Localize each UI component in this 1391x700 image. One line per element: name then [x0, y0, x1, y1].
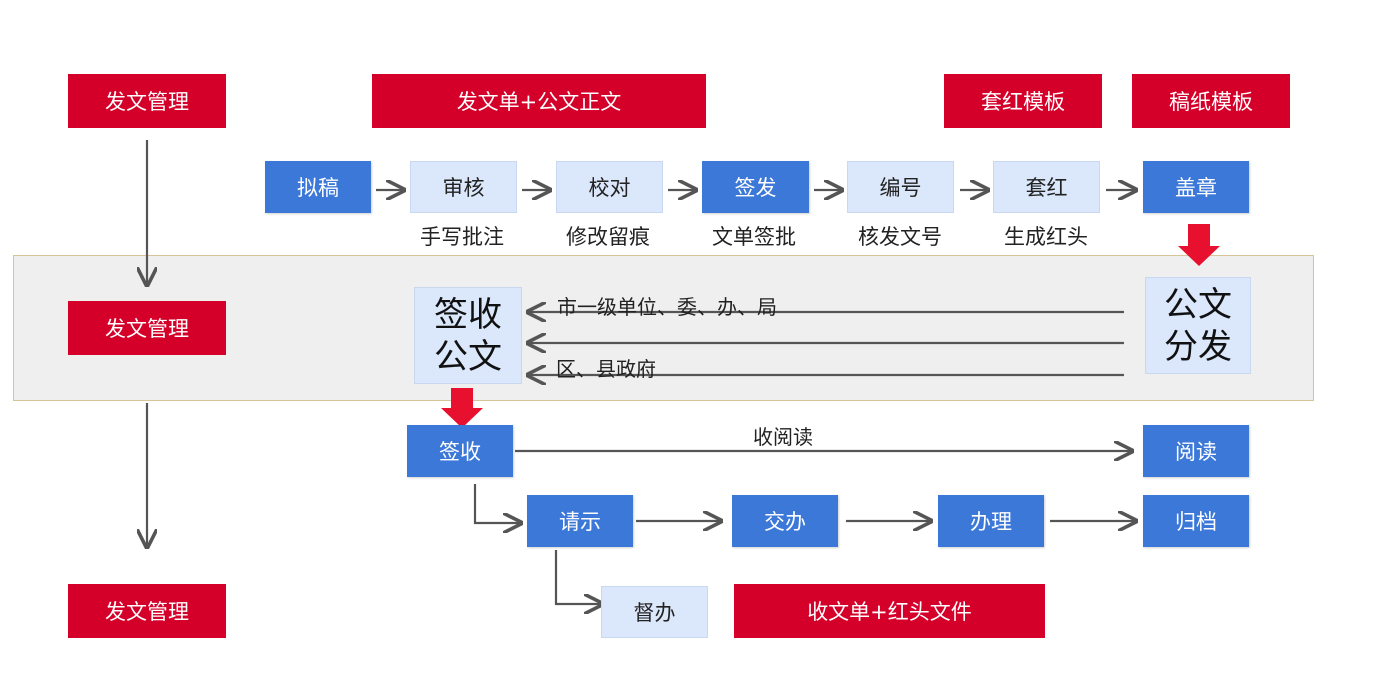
- step-sign-receipt: 签收: [407, 425, 513, 477]
- caption-form-approval: 文单签批: [712, 225, 796, 249]
- step-read: 阅读: [1143, 425, 1249, 477]
- caption-issue-number: 核发文号: [858, 225, 942, 249]
- step-seal: 盖章: [1143, 161, 1249, 213]
- arrow-sign-to-request: [473, 484, 521, 523]
- fawen-management-bottom: 发文管理: [68, 584, 226, 638]
- caption-handwritten-notes: 手写批注: [420, 225, 504, 249]
- step-proofread: 校对: [556, 161, 663, 213]
- fawen-form-banner: 发文单+公文正文: [372, 74, 706, 128]
- label-county-government: 区、县政府: [556, 357, 656, 381]
- big-arrow-receive: [441, 388, 483, 428]
- shouwen-form-banner: 收文单+红头文件: [734, 584, 1045, 638]
- receive-box-line-1: 签收: [434, 294, 502, 335]
- gaozhi-template-banner: 稿纸模板: [1132, 74, 1290, 128]
- distribution-band: [13, 255, 1314, 401]
- label-receive-read: 收阅读: [753, 425, 813, 449]
- step-review: 审核: [410, 161, 517, 213]
- step-numbering: 编号: [847, 161, 954, 213]
- step-sign-off: 签发: [702, 161, 809, 213]
- step-draft: 拟稿: [265, 161, 371, 213]
- step-supervise: 督办: [601, 586, 708, 638]
- step-request: 请示: [527, 495, 633, 547]
- big-arrow-stamp: [1178, 224, 1220, 266]
- taohong-template-banner: 套红模板: [944, 74, 1102, 128]
- fawen-management-middle: 发文管理: [68, 301, 226, 355]
- label-city-units: 市一级单位、委、办、局: [557, 295, 777, 319]
- receive-box-line-2: 公文: [434, 336, 502, 377]
- step-red-header: 套红: [993, 161, 1100, 213]
- receive-document-box: 签收 公文: [414, 287, 522, 384]
- fawen-management-top: 发文管理: [68, 74, 226, 128]
- distribute-box-line-1: 公文: [1164, 284, 1232, 325]
- arrow-request-to-supervise: [554, 550, 602, 604]
- step-archive: 归档: [1143, 495, 1249, 547]
- distribute-document-box: 公文 分发: [1145, 277, 1251, 374]
- distribute-box-line-2: 分发: [1164, 326, 1232, 367]
- caption-generate-red-header: 生成红头: [1004, 225, 1088, 249]
- caption-revision-trace: 修改留痕: [566, 225, 650, 249]
- step-assign: 交办: [732, 495, 838, 547]
- step-handle: 办理: [938, 495, 1044, 547]
